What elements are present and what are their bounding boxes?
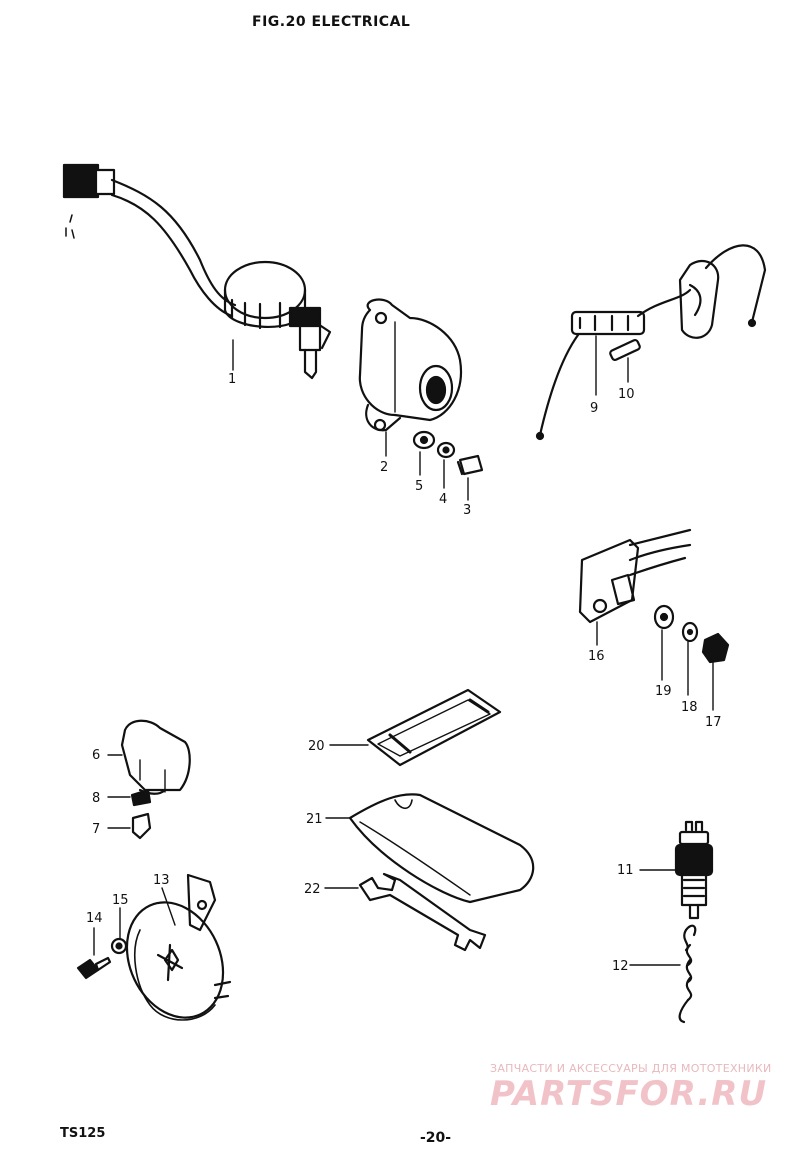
horn-drawing bbox=[76, 873, 232, 1021]
page-number: -20- bbox=[420, 1130, 452, 1146]
callout-19: 19 bbox=[655, 684, 672, 699]
fuse-holder-drawing bbox=[535, 244, 767, 441]
cap-clip-screw-drawing bbox=[107, 719, 191, 840]
washers-screw-drawing bbox=[385, 430, 484, 501]
battery-band-drawing bbox=[329, 688, 502, 767]
wrench-drawing bbox=[324, 872, 487, 952]
callout-15: 15 bbox=[112, 893, 129, 908]
callout-16: 16 bbox=[588, 649, 605, 664]
callout-18: 18 bbox=[681, 700, 698, 715]
switch-plate-drawing bbox=[578, 528, 730, 711]
callout-11: 11 bbox=[617, 863, 634, 878]
callout-21: 21 bbox=[306, 812, 323, 827]
tool-bag-drawing bbox=[325, 793, 535, 904]
callout-12: 12 bbox=[612, 959, 629, 974]
callout-3: 3 bbox=[463, 503, 471, 518]
model-label: TS125 bbox=[60, 1126, 106, 1141]
figure-title: FIG.20 ELECTRICAL bbox=[252, 14, 411, 30]
watermark-tagline: ЗАПЧАСТИ И АКСЕССУАРЫ ДЛЯ МОТОТЕХНИКИ bbox=[490, 1062, 772, 1075]
callout-labels: 1 2 3 4 5 6 7 8 9 10 11 12 13 14 15 16 1… bbox=[86, 372, 722, 974]
callout-4: 4 bbox=[439, 492, 447, 507]
callout-17: 17 bbox=[705, 715, 722, 730]
callout-1: 1 bbox=[228, 372, 236, 387]
callout-5: 5 bbox=[415, 479, 423, 494]
callout-22: 22 bbox=[304, 882, 321, 897]
callout-14: 14 bbox=[86, 911, 103, 926]
callout-9: 9 bbox=[590, 401, 598, 416]
callout-2: 2 bbox=[380, 460, 388, 475]
callout-7: 7 bbox=[92, 822, 100, 837]
callout-20: 20 bbox=[308, 739, 325, 754]
horn-housing-drawing bbox=[358, 298, 463, 432]
ignition-switch-drawing bbox=[62, 163, 332, 380]
callout-13: 13 bbox=[153, 873, 170, 888]
callout-10: 10 bbox=[618, 387, 635, 402]
watermark-brand[interactable]: PARTSFOR.RU bbox=[490, 1074, 768, 1114]
stop-switch-drawing bbox=[639, 820, 714, 920]
callout-8: 8 bbox=[92, 791, 100, 806]
spring-drawing bbox=[629, 924, 697, 1024]
callout-6: 6 bbox=[92, 748, 100, 763]
